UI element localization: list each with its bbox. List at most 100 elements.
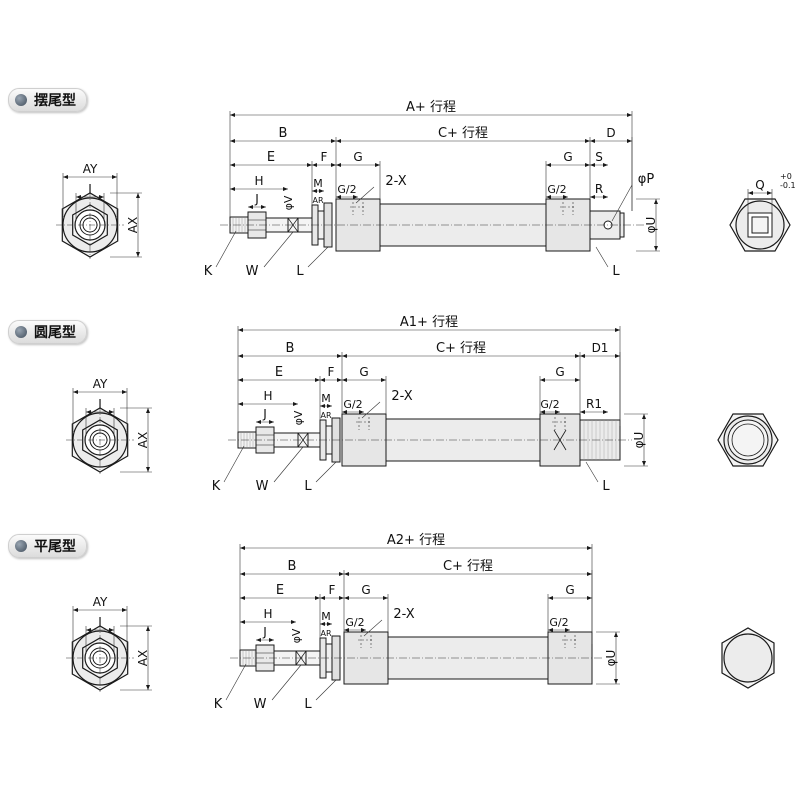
dimension-label: φU xyxy=(632,432,646,449)
dimension-label: I xyxy=(88,182,92,196)
dim-R: R1 xyxy=(580,397,608,414)
arrow-head xyxy=(86,410,91,414)
section-badge-round-tail: 圆尾型 xyxy=(8,320,87,344)
dimension-label: G/2 xyxy=(549,616,568,629)
bullet-icon xyxy=(15,94,27,106)
dimension-label: AY xyxy=(83,162,98,176)
leader-label: W xyxy=(246,264,259,279)
arrow-head xyxy=(615,354,620,358)
arrow-head xyxy=(336,163,341,167)
dim-G2-front: G/2 xyxy=(342,398,364,414)
callout-K: K xyxy=(214,663,247,712)
port-symbol xyxy=(562,635,578,648)
arrow-head xyxy=(63,175,68,179)
leader-line xyxy=(223,445,245,483)
arrow-head xyxy=(320,404,325,408)
arrow-head xyxy=(540,410,545,414)
dim-AX: AX xyxy=(136,626,150,690)
dim-G-front: G xyxy=(342,365,386,382)
dim-total-length: A+ 行程 xyxy=(230,100,632,117)
dim-D: D1 xyxy=(580,341,620,358)
leader-line xyxy=(585,461,599,483)
dimension-label: C+ 行程 xyxy=(438,126,488,141)
leader-label: L xyxy=(304,697,312,712)
arrow-head xyxy=(331,163,336,167)
dim-AX: AX xyxy=(136,408,150,472)
dimension-label: E xyxy=(275,365,283,380)
leader-line xyxy=(271,664,302,701)
dim-I: I xyxy=(86,615,114,632)
arrow-head xyxy=(548,628,553,632)
dim-Q-tol-plus: +0 xyxy=(780,172,792,181)
arrow-head xyxy=(136,252,140,257)
dimension-label: G/2 xyxy=(337,183,356,196)
arrow-head xyxy=(269,420,274,424)
leader-line xyxy=(215,230,237,268)
arrow-head xyxy=(291,620,296,624)
arrow-head xyxy=(337,354,342,358)
arrow-head xyxy=(230,163,235,167)
callout-L: L xyxy=(304,679,337,712)
dim-M: M xyxy=(320,392,332,408)
port-callout: 2-X xyxy=(363,607,415,637)
arrow-head xyxy=(327,404,332,408)
leader-label: L xyxy=(602,479,610,494)
dimension-label: D1 xyxy=(592,341,609,355)
dim-F: F xyxy=(320,583,344,600)
dimension-label: AX xyxy=(136,432,150,448)
arrow-head xyxy=(327,622,332,626)
arrow-head xyxy=(383,596,388,600)
leader-label: L xyxy=(304,479,312,494)
arrow-head xyxy=(580,410,585,414)
callout-K: K xyxy=(204,230,237,279)
dim-AY: AY xyxy=(63,162,117,179)
arrow-head xyxy=(238,354,243,358)
port-symbol xyxy=(356,417,372,430)
rod-end-view: AY I AX xyxy=(66,595,152,692)
callout-L-rear: L xyxy=(595,246,620,279)
arrow-head xyxy=(375,163,380,167)
port-callout: 2-X xyxy=(355,174,407,204)
arrow-head xyxy=(238,402,243,406)
dimension-label: AY xyxy=(93,595,108,609)
section-label: 摆尾型 xyxy=(34,93,76,109)
dimension-label: E xyxy=(276,583,284,598)
arrow-head xyxy=(238,328,243,332)
dimension-label: G/2 xyxy=(343,398,362,411)
bullet-icon xyxy=(15,540,27,552)
arrow-head xyxy=(336,139,341,143)
leader-label: φP xyxy=(638,172,655,187)
leader-line xyxy=(273,446,304,483)
dim-M: M xyxy=(312,177,324,193)
arrow-head xyxy=(603,410,608,414)
dim-G2-front: G/2 xyxy=(336,183,358,199)
arrow-head xyxy=(112,175,117,179)
arrow-head xyxy=(146,626,150,631)
dimension-label: A1+ 行程 xyxy=(400,315,458,330)
arrow-head xyxy=(590,195,595,199)
section-badge-flat-tail: 平尾型 xyxy=(8,534,87,558)
arrow-head xyxy=(315,596,320,600)
arrow-head xyxy=(344,572,349,576)
arrow-head xyxy=(122,608,127,612)
arrow-head xyxy=(336,195,341,199)
dimension-label: B xyxy=(279,126,288,141)
arrow-head xyxy=(312,189,317,193)
dim-AY: AY xyxy=(73,377,127,394)
dim-E: E xyxy=(238,365,320,382)
dim-AX: AX xyxy=(126,193,140,257)
dim-V: φV xyxy=(282,195,295,210)
dimension-label: AX xyxy=(136,650,150,666)
dimension-label: E xyxy=(267,150,275,165)
dim-V: φV xyxy=(290,628,303,643)
arrow-head xyxy=(585,139,590,143)
dim-I: I xyxy=(76,182,104,199)
dimension-label: F xyxy=(329,583,336,597)
dimension-label: D xyxy=(606,126,615,140)
leader-label: L xyxy=(612,264,620,279)
dim-H: H xyxy=(240,607,296,624)
dim-stroke: C+ 行程 xyxy=(344,559,592,576)
arrow-head xyxy=(146,467,150,472)
arrow-head xyxy=(146,408,150,413)
